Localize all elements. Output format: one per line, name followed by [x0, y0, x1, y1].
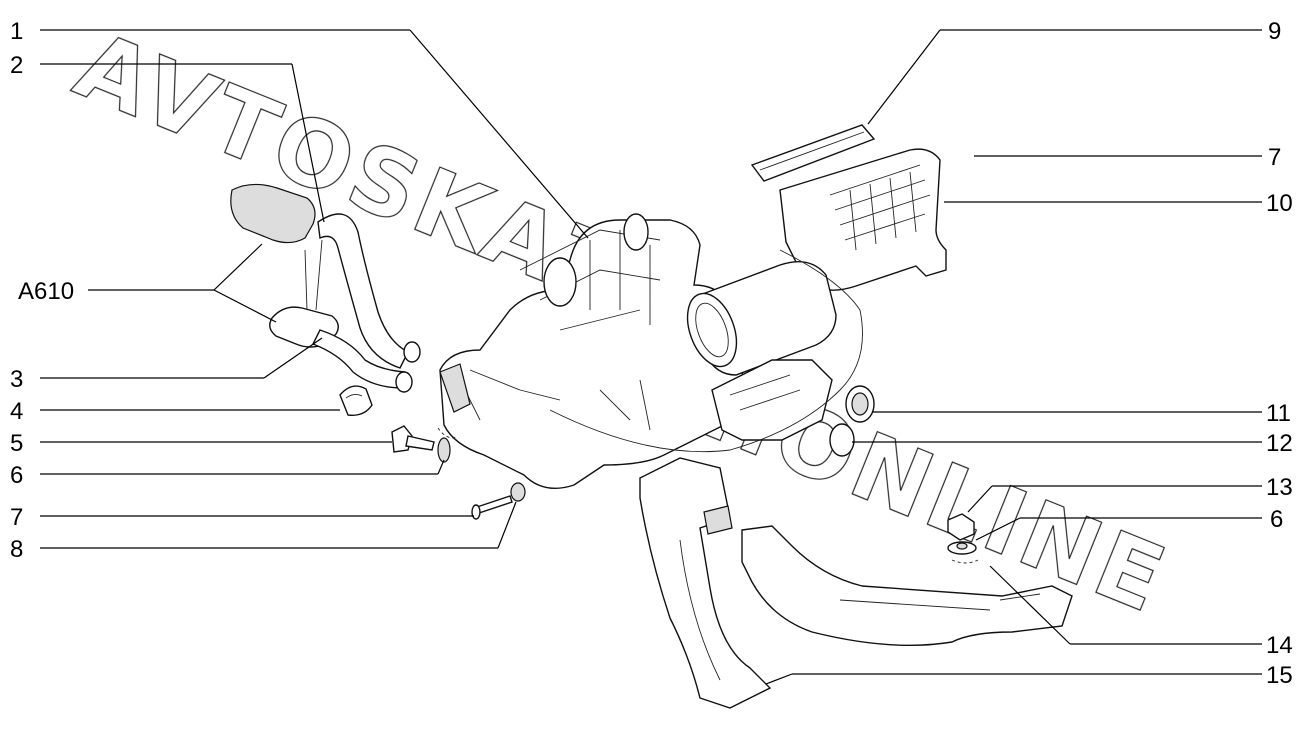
callout-14: 14 — [1266, 632, 1293, 659]
air-duct-tube — [686, 261, 837, 376]
callout-7-right: 7 — [1268, 144, 1281, 171]
nut-and-washer-right — [947, 513, 977, 555]
bolt-and-washer — [391, 425, 451, 463]
callout-6-right: 6 — [1270, 506, 1283, 533]
right-callouts: 9 7 10 11 12 13 6 14 15 — [1266, 18, 1293, 689]
filter-cover — [750, 124, 876, 182]
callout-5: 5 — [10, 430, 23, 457]
control-cable — [549, 249, 863, 453]
callout-9: 9 — [1268, 18, 1281, 45]
callout-6: 6 — [10, 462, 23, 489]
heater-housing — [439, 213, 745, 489]
callout-2: 2 — [10, 52, 23, 79]
callout-4: 4 — [10, 398, 23, 425]
front-floor-duct — [639, 457, 772, 709]
screw-and-nut-left — [471, 482, 526, 520]
callout-a610: A610 — [18, 278, 74, 305]
callout-1: 1 — [10, 18, 23, 45]
leader-lines — [40, 29, 1262, 685]
callout-15: 15 — [1266, 662, 1293, 689]
heater-valve-assembly — [230, 183, 421, 393]
callout-7: 7 — [10, 504, 23, 531]
control-knobs — [829, 385, 875, 457]
rear-floor-duct — [741, 525, 1073, 647]
hose-clamp — [339, 385, 373, 416]
callout-10: 10 — [1266, 190, 1293, 217]
callout-11: 11 — [1266, 400, 1291, 427]
callout-8: 8 — [10, 536, 23, 563]
left-callouts: 1 2 A610 3 4 5 6 7 8 — [10, 18, 74, 563]
callout-12: 12 — [1266, 430, 1293, 457]
callout-13: 13 — [1266, 474, 1293, 501]
callout-3: 3 — [10, 366, 23, 393]
